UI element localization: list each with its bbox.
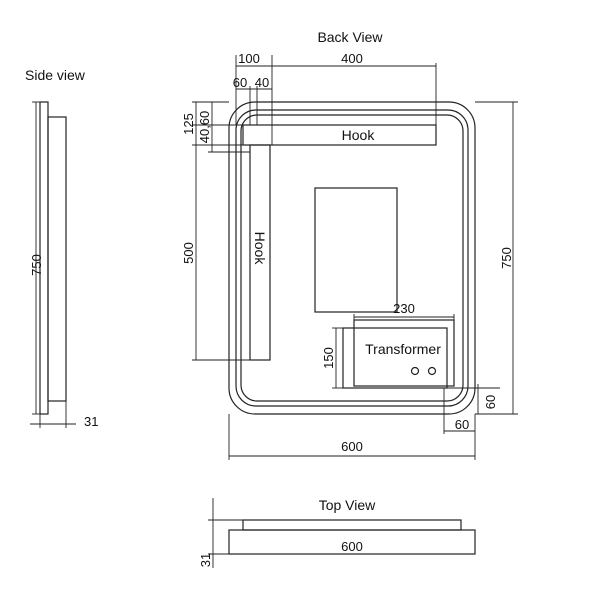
dim-600-label: 600 bbox=[341, 439, 363, 454]
transformer-terminal-right bbox=[427, 366, 437, 376]
dim-40-60-label: 40,60 bbox=[197, 111, 212, 144]
transformer-box bbox=[342, 327, 448, 389]
back-view: Back View Hook Hook Transformer 230 150 bbox=[181, 29, 518, 460]
dim-100-label: 100 bbox=[238, 51, 260, 66]
dim-corner-60-v-label: 60 bbox=[483, 395, 498, 409]
side-view: Side view 750 31 bbox=[25, 67, 98, 429]
mirror-led-ring-outer bbox=[235, 109, 469, 407]
side-750-label: 750 bbox=[29, 254, 44, 276]
side-31-label: 31 bbox=[84, 414, 98, 429]
dim-150-label: 150 bbox=[321, 347, 336, 369]
transformer-label: Transformer bbox=[365, 341, 441, 357]
hook-bar-horizontal bbox=[242, 124, 437, 146]
hook-bar-vertical bbox=[249, 144, 271, 361]
dim-750-label: 750 bbox=[499, 247, 514, 269]
top-31-label: 31 bbox=[198, 553, 213, 567]
hook-label-horizontal: Hook bbox=[342, 127, 376, 143]
dim-corner-60-h-label: 60 bbox=[455, 417, 469, 432]
sensor-window bbox=[314, 187, 398, 313]
mirror-led-ring-inner bbox=[240, 114, 464, 402]
dim-125-label: 125 bbox=[181, 113, 196, 135]
transformer-box-back bbox=[353, 319, 455, 387]
top-view-title: Top View bbox=[319, 497, 376, 513]
dim-230-label: 230 bbox=[393, 301, 415, 316]
side-view-body bbox=[47, 116, 67, 402]
dim-500-label: 500 bbox=[181, 242, 196, 264]
back-view-title: Back View bbox=[317, 29, 383, 45]
hook-label-vertical: Hook bbox=[252, 232, 268, 266]
mirror-outer-edge bbox=[228, 101, 476, 415]
dim-40-label: 40 bbox=[255, 75, 269, 90]
dim-60-label: 60 bbox=[233, 75, 247, 90]
transformer-terminal-left bbox=[410, 366, 420, 376]
top-view: Top View 600 31 bbox=[198, 497, 476, 568]
side-view-title: Side view bbox=[25, 67, 86, 83]
top-view-back-panel bbox=[242, 519, 462, 531]
top-view-600-label: 600 bbox=[341, 539, 363, 554]
dim-400-label: 400 bbox=[341, 51, 363, 66]
